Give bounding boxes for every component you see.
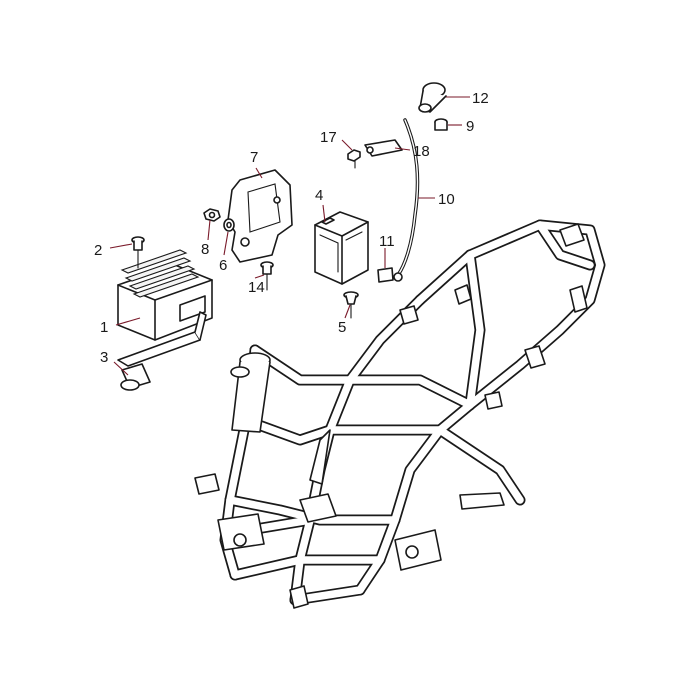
callout-6: 6 bbox=[219, 257, 227, 274]
callout-4: 4 bbox=[315, 187, 323, 204]
leader-lines bbox=[109, 96, 470, 376]
cable-clamp bbox=[364, 139, 403, 157]
scooter-frame bbox=[194, 219, 606, 609]
small-cap bbox=[434, 118, 448, 131]
callout-11: 11 bbox=[379, 233, 395, 250]
hv-cable bbox=[393, 118, 420, 282]
callout-14: 14 bbox=[248, 279, 265, 296]
nut bbox=[203, 208, 221, 222]
screw-lower bbox=[343, 291, 359, 319]
callout-2: 2 bbox=[94, 242, 102, 259]
cable-terminal bbox=[377, 267, 394, 283]
control-unit bbox=[314, 211, 369, 285]
callout-1: 1 bbox=[100, 319, 108, 336]
bolt-upper bbox=[347, 149, 361, 169]
spark-plug-cap bbox=[418, 82, 447, 113]
washer bbox=[223, 218, 235, 232]
voltage-regulator bbox=[117, 249, 213, 341]
callout-17: 17 bbox=[320, 129, 337, 146]
callout-18: 18 bbox=[413, 143, 430, 160]
mounting-bracket bbox=[117, 311, 207, 391]
mounting-plate bbox=[227, 169, 293, 263]
bolt bbox=[131, 236, 145, 269]
callout-3: 3 bbox=[100, 349, 108, 366]
callout-5: 5 bbox=[338, 319, 346, 336]
callout-7: 7 bbox=[250, 149, 258, 166]
callout-labels: 2 1 3 4 5 6 7 8 9 10 11 12 14 17 18 bbox=[94, 90, 489, 366]
callout-10: 10 bbox=[438, 191, 455, 208]
callout-8: 8 bbox=[201, 241, 209, 258]
screw bbox=[260, 261, 274, 291]
callout-12: 12 bbox=[472, 90, 489, 107]
callout-9: 9 bbox=[466, 118, 474, 135]
